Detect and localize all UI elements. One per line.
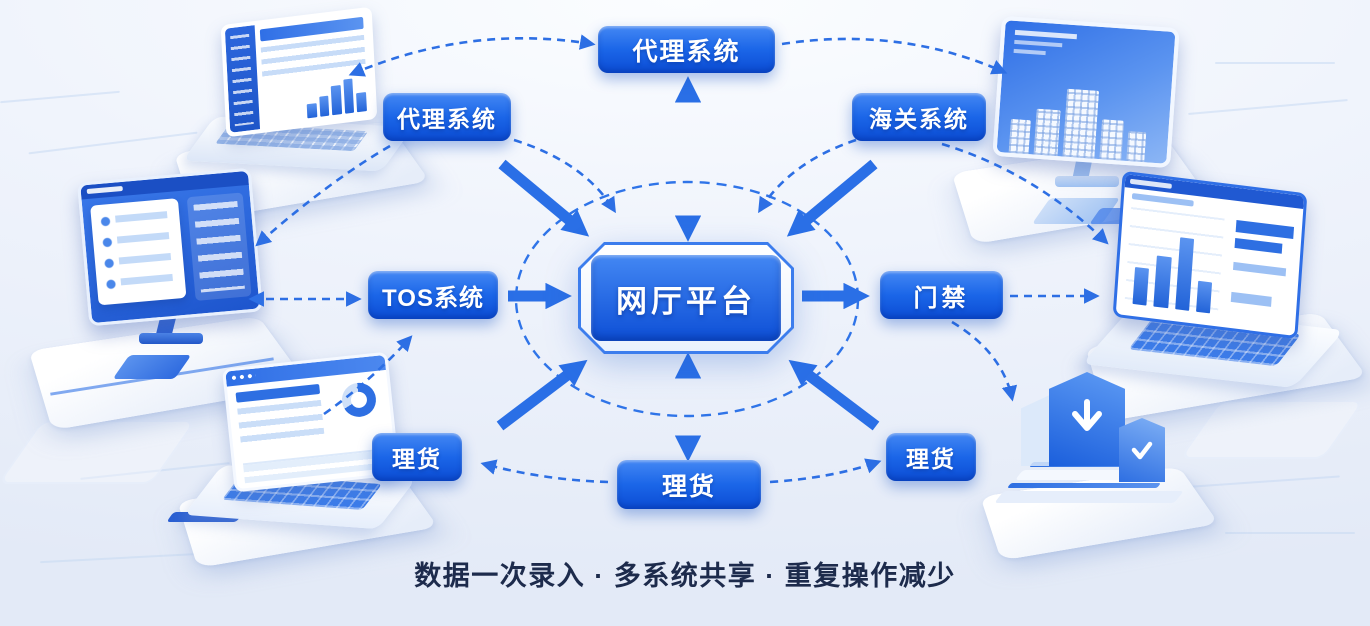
node-tos-system: TOS系统: [368, 271, 498, 319]
node-access-control: 门禁: [880, 271, 1003, 319]
node-agent-system-left: 代理系统: [383, 93, 511, 141]
dashed-agent-left-to-orbit: [514, 140, 614, 210]
dashed-access-to-boxes-br: [952, 322, 1012, 398]
arrow-agentleft-to-center: [502, 164, 580, 229]
dashed-customs-to-laptop-r: [942, 144, 1106, 242]
dashed-laptop-tl-to-agent-top: [352, 38, 592, 74]
dashed-agent-left-to-monitor-l: [258, 146, 390, 244]
center-hub-platform: 网厅平台: [578, 242, 794, 354]
dashed-tally-center-to-tally-right: [770, 462, 878, 482]
node-customs-system: 海关系统: [852, 93, 986, 141]
arrow-customs-to-center: [796, 164, 874, 229]
node-tally-center: 理货: [617, 460, 761, 509]
dashed-agent-top-to-monitor-tr: [782, 39, 1004, 72]
dashed-tally-center-to-tally-left: [484, 464, 608, 482]
center-hub-label: 网厅平台: [591, 255, 781, 341]
node-agent-system-top: 代理系统: [598, 26, 775, 73]
arrow-tallyleft-to-center: [500, 367, 578, 426]
dashed-laptop-bl-to-tos: [324, 338, 410, 414]
bottom-caption: 数据一次录入 · 多系统共享 · 重复操作减少: [0, 554, 1370, 593]
node-tally-right: 理货: [886, 433, 976, 481]
node-tally-left: 理货: [372, 433, 462, 481]
arrow-tallyright-to-center: [798, 367, 876, 426]
